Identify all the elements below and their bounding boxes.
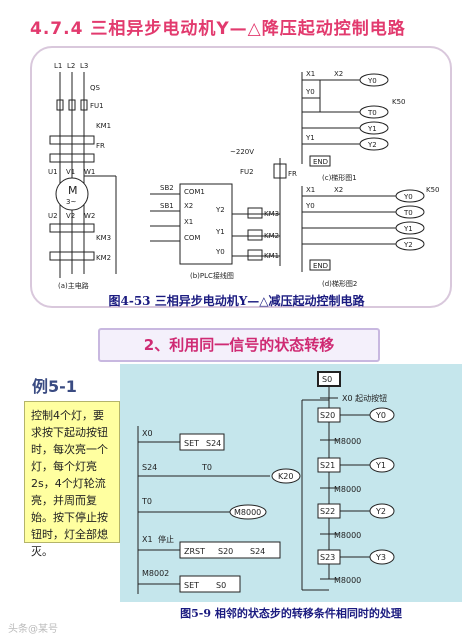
l2-y1: Y1 xyxy=(403,225,413,233)
l2-end: END xyxy=(313,262,328,270)
sfc-m2: M8000 xyxy=(334,485,361,494)
circuit-diagram: L1 L2 L3 QS FU1 KM1 FR U1 V1 W1 M 3~ U2 … xyxy=(48,62,440,290)
l2-y0a: Y0 xyxy=(403,193,413,201)
plc-y0: Y0 xyxy=(215,248,225,256)
l2-x2: X2 xyxy=(334,186,343,194)
lad-s0: S0 xyxy=(216,581,226,590)
lad-s20: S20 xyxy=(218,547,233,556)
sub-caption-b: (b)PLC接线图 xyxy=(190,271,234,280)
plc-km1: KM1 xyxy=(264,252,279,260)
label-u1: U1 xyxy=(48,168,58,176)
sfc-s21: S21 xyxy=(320,461,335,470)
lad-t0: T0 xyxy=(201,463,212,472)
lad-m8000: M8000 xyxy=(234,508,261,517)
example-description: 控制4个灯，要求按下起动按钮时，每次亮一个灯，每个灯亮2s，4个灯轮流亮，并周而… xyxy=(24,401,120,558)
plc-com: COM xyxy=(184,234,200,242)
label-l1: L1 xyxy=(54,62,62,70)
label-km3: KM3 xyxy=(96,234,111,242)
lad-x0: X0 xyxy=(142,429,153,438)
sfc-s22: S22 xyxy=(320,507,335,516)
sub-caption-d: (d)梯形图2 xyxy=(322,279,357,288)
lad-s24b: S24 xyxy=(250,547,265,556)
l1-y1b: Y1 xyxy=(305,134,315,142)
l2-y0b: Y0 xyxy=(305,202,315,210)
lad-stop: 停止 xyxy=(158,534,174,544)
label-fr: FR xyxy=(96,142,105,150)
plc-x2: X2 xyxy=(184,202,193,210)
figure2-caption: 图5-9 相邻的状态步的转移条件相同时的处理 xyxy=(180,607,402,620)
section-banner: 2、利用同一信号的状态转移 xyxy=(98,328,380,362)
label-v1: V1 xyxy=(66,168,75,176)
label-u2: U2 xyxy=(48,212,58,220)
plc-fr: FR xyxy=(288,170,297,178)
sfc-m1: M8000 xyxy=(334,437,361,446)
lad-t0b: T0 xyxy=(141,497,152,506)
l2-x1: X1 xyxy=(306,186,315,194)
plc-x1: X1 xyxy=(184,218,193,226)
label-l3: L3 xyxy=(80,62,88,70)
label-motor-sub: 3~ xyxy=(66,198,76,206)
plc-sb1: SB1 xyxy=(160,202,174,210)
label-qs: QS xyxy=(90,84,101,92)
lad-set1: SET xyxy=(184,439,199,448)
l2-y2: Y2 xyxy=(403,241,413,249)
label-w2: W2 xyxy=(84,212,95,220)
lad-x1: X1 xyxy=(142,535,153,544)
l1-y1a: Y1 xyxy=(367,125,377,133)
plc-km2: KM2 xyxy=(264,232,279,240)
plc-km3: KM3 xyxy=(264,210,279,218)
sfc-m4: M8000 xyxy=(334,576,361,585)
l1-y2: Y2 xyxy=(367,141,377,149)
lad-s24a: S24 xyxy=(206,439,221,448)
plc-ac: ~220V xyxy=(230,148,254,156)
sfc-y2: Y2 xyxy=(375,507,386,516)
sfc-y1: Y1 xyxy=(375,461,386,470)
banner-text: 2、利用同一信号的状态转移 xyxy=(143,336,335,354)
sfc-s20: S20 xyxy=(320,411,335,420)
figure-panel-motor-control xyxy=(30,46,452,308)
sfc-x0: X0 起动按钮 xyxy=(342,393,387,403)
label-v2: V2 xyxy=(66,212,75,220)
label-fu1: FU1 xyxy=(90,102,104,110)
plc-y2: Y2 xyxy=(215,206,225,214)
lad-k20: K20 xyxy=(278,472,293,481)
example-title: 例5-1 xyxy=(32,377,77,396)
sfc-diagram: X0 SET S24 S24 T0 K20 T0 M8000 X1 停止 ZRS… xyxy=(137,371,395,594)
label-l2: L2 xyxy=(67,62,75,70)
sfc-y0: Y0 xyxy=(375,411,386,420)
lad-m8002: M8002 xyxy=(142,569,169,578)
l1-x2: X2 xyxy=(334,70,343,78)
lad-set2: SET xyxy=(184,581,199,590)
plc-y1: Y1 xyxy=(215,228,225,236)
sub-caption-c: (c)梯形图1 xyxy=(322,173,357,182)
l1-end: END xyxy=(313,158,328,166)
plc-com1: COM1 xyxy=(184,188,205,196)
lad-s24: S24 xyxy=(142,463,157,472)
lad-zrst: ZRST xyxy=(184,547,205,556)
label-motor: M xyxy=(68,184,78,197)
l1-x1: X1 xyxy=(306,70,315,78)
l1-t0: T0 xyxy=(367,109,377,117)
sub-caption-a: (a)主电路 xyxy=(58,281,89,290)
l1-y0a: Y0 xyxy=(367,77,377,85)
label-w1: W1 xyxy=(84,168,95,176)
plc-fu2: FU2 xyxy=(240,168,254,176)
watermark: 头条@某号 xyxy=(8,624,58,635)
label-km1: KM1 xyxy=(96,122,111,130)
sfc-s0: S0 xyxy=(322,375,332,384)
l2-t0: T0 xyxy=(403,209,413,217)
l2-k50: K50 xyxy=(426,186,440,194)
figure1-caption: 图4-53 三相异步电动机Y—△减压起动控制电路 xyxy=(108,294,365,308)
l1-y0b: Y0 xyxy=(305,88,315,96)
section-title: 4.7.4 三相异步电动机Y—△降压起动控制电路 xyxy=(30,19,406,39)
sfc-s23: S23 xyxy=(320,553,335,562)
label-km2: KM2 xyxy=(96,254,111,262)
plc-sb2: SB2 xyxy=(160,184,174,192)
sfc-y3: Y3 xyxy=(375,553,386,562)
sfc-m3: M8000 xyxy=(334,531,361,540)
l1-k50: K50 xyxy=(392,98,406,106)
